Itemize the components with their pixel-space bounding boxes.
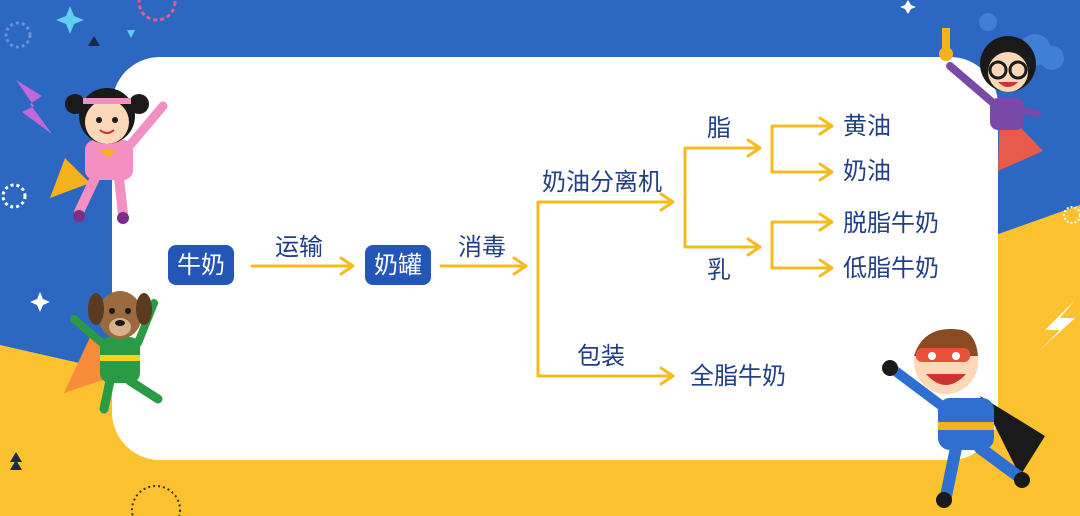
arrow-milk-tank (250, 256, 355, 276)
node-milk-part: 乳 (707, 256, 731, 284)
tree-icon (10, 36, 100, 470)
branch-butter-cream (770, 116, 834, 182)
edge-label-transport: 运输 (275, 233, 323, 261)
node-cream: 奶油 (843, 157, 891, 185)
sparkle-icon (30, 0, 916, 312)
edge-label-sterilize: 消毒 (458, 233, 506, 261)
branch-separator-package (536, 192, 675, 386)
boy-hero-icon (882, 329, 1045, 508)
branch-fat-milk (683, 138, 762, 257)
girl-hero-icon (50, 88, 168, 224)
node-butter: 黄油 (843, 112, 891, 140)
node-tank: 奶罐 (365, 245, 431, 285)
glasses-girl-icon (939, 28, 1043, 171)
lightning-icon (16, 80, 1075, 350)
content-card (112, 57, 998, 460)
node-milk: 牛奶 (168, 245, 234, 285)
node-skim-milk: 脱脂牛奶 (843, 209, 939, 237)
dog-hero-icon (64, 291, 163, 414)
node-separator: 奶油分离机 (542, 168, 662, 196)
node-lowfat-milk: 低脂牛奶 (843, 254, 939, 282)
arrow-tank-branch (439, 256, 528, 276)
edge-label-package: 包装 (577, 342, 625, 370)
branch-skim-lowfat (770, 212, 834, 278)
node-fat: 脂 (707, 114, 731, 142)
node-whole-milk: 全脂牛奶 (690, 362, 786, 390)
